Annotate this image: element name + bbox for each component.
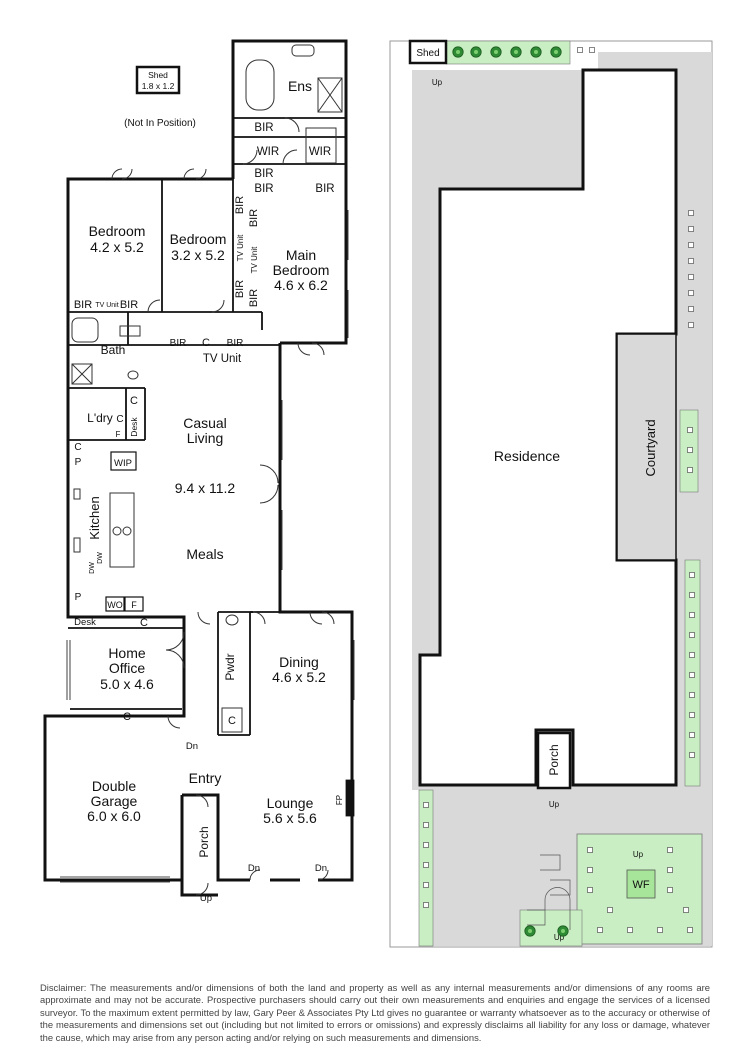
ensuite-fixtures — [71, 44, 343, 733]
label-home-office-name: Home — [108, 645, 146, 661]
label-wir-1: WIR — [257, 146, 279, 158]
site-plan: Shed Up Porch Up Up Up WF Residence Cour… — [389, 39, 713, 948]
label-lounge-size: 5.6 x 5.6 — [263, 810, 317, 826]
courtyard-area — [616, 333, 677, 561]
shed-note: (Not In Position) — [124, 118, 196, 129]
label-up-porch: Up — [200, 893, 212, 904]
label-bir-v3: BIR — [234, 280, 246, 298]
label-tvunit-v2: TV Unit — [250, 246, 259, 273]
label-c-6: C — [123, 711, 131, 723]
windows — [60, 210, 355, 883]
label-f-1: F — [116, 430, 121, 439]
label-dn-3: Dn — [315, 863, 327, 874]
label-casual-living-name: Casual — [183, 415, 227, 431]
label-tvunit-v1: TV Unit — [236, 234, 245, 261]
residence-footprint — [418, 68, 678, 787]
site-up-3: Up — [633, 850, 644, 859]
label-bedroom1-size: 4.2 x 5.2 — [90, 239, 144, 255]
label-bir-8: BIR — [227, 338, 244, 349]
label-casual-living-name2: Living — [187, 430, 224, 446]
label-c-1: C — [202, 337, 210, 349]
label-bir-2: BIR — [254, 168, 273, 180]
label-bir-4: BIR — [315, 183, 334, 195]
label-bir-5: BIR — [74, 299, 92, 311]
label-meals: Meals — [186, 546, 223, 562]
label-double-garage-name2: Garage — [91, 793, 138, 809]
label-kitchen: Kitchen — [87, 496, 102, 539]
label-bir-7: BIR — [170, 338, 187, 349]
site-wf-label: WF — [632, 879, 649, 891]
label-bedroom2-size: 3.2 x 5.2 — [171, 247, 225, 263]
label-desk-v: Desk — [129, 417, 139, 437]
label-main-bedroom-name: Main — [286, 247, 316, 263]
floor-plan: Shed 1.8 x 1.2 (Not In Position) — [43, 39, 355, 904]
label-dw-2: DW — [97, 552, 104, 564]
label-c-7: C — [228, 715, 236, 727]
outer-walls — [43, 39, 354, 897]
label-bedroom2-name: Bedroom — [170, 231, 227, 247]
label-tvunit-main: TV Unit — [203, 353, 242, 365]
site-up-2: Up — [549, 800, 560, 809]
label-dw-1: DW — [89, 562, 96, 574]
label-porch: Porch — [197, 826, 211, 857]
label-p-2: P — [75, 592, 82, 603]
shed-size: 1.8 x 1.2 — [142, 81, 175, 91]
label-home-office-name2: Office — [109, 660, 146, 676]
site-courtyard-label: Courtyard — [643, 419, 658, 476]
label-c-3: C — [116, 414, 123, 425]
label-main-bedroom-name2: Bedroom — [273, 262, 330, 278]
label-ens: Ens — [288, 78, 312, 94]
label-c-2: C — [130, 395, 138, 407]
label-tvunit-small: TV Unit — [95, 302, 118, 309]
label-dn-2: Dn — [248, 863, 260, 874]
label-wo: WO — [107, 600, 123, 610]
label-fp: FP — [335, 795, 344, 805]
label-bir-3: BIR — [254, 183, 273, 195]
door-swings — [111, 117, 335, 896]
disclaimer-text: Disclaimer: The measurements and/or dime… — [40, 982, 710, 1043]
label-p-1: P — [75, 457, 82, 468]
label-casual-living-size: 9.4 x 11.2 — [175, 480, 236, 496]
site-residence-label: Residence — [494, 448, 560, 464]
label-bir-1: BIR — [254, 122, 273, 134]
label-bir-v2: BIR — [248, 209, 260, 227]
label-wip: WIP — [114, 458, 132, 469]
label-c-5: C — [140, 617, 148, 629]
site-porch-label: Porch — [547, 744, 561, 775]
floor-labels: Ens BIR WIR WIR BIR BIR BIR Bedroom 4.2 … — [74, 78, 344, 904]
label-lounge-name: Lounge — [267, 795, 314, 811]
label-bath: Bath — [101, 343, 126, 357]
label-desk: Desk — [74, 617, 96, 628]
inner-walls — [68, 117, 346, 736]
shed-small: Shed 1.8 x 1.2 (Not In Position) — [124, 65, 196, 129]
shed-label: Shed — [148, 70, 168, 80]
label-double-garage-size: 6.0 x 6.0 — [87, 808, 141, 824]
label-home-office-size: 5.0 x 4.6 — [100, 676, 154, 692]
label-pwdr: Pwdr — [223, 653, 237, 680]
label-bir-v1: BIR — [234, 196, 246, 214]
label-ldry: L'dry — [87, 411, 113, 425]
label-bir-6: BIR — [120, 299, 138, 311]
label-double-garage-name: Double — [92, 778, 137, 794]
site-up-1: Up — [432, 78, 443, 87]
label-c-4: C — [74, 442, 81, 453]
label-wir-2: WIR — [309, 146, 331, 158]
label-f-2: F — [131, 600, 137, 610]
site-up-4: Up — [554, 933, 565, 942]
floor-plan-drawing: Shed 1.8 x 1.2 (Not In Position) — [43, 39, 713, 948]
label-bedroom1-name: Bedroom — [89, 223, 146, 239]
label-entry: Entry — [189, 770, 222, 786]
label-main-bedroom-size: 4.6 x 6.2 — [274, 277, 328, 293]
label-dining-name: Dining — [279, 654, 319, 670]
label-bir-v4: BIR — [248, 289, 260, 307]
label-dining-size: 4.6 x 5.2 — [272, 669, 326, 685]
label-dn-1: Dn — [186, 741, 198, 752]
site-shed-label: Shed — [416, 48, 439, 59]
